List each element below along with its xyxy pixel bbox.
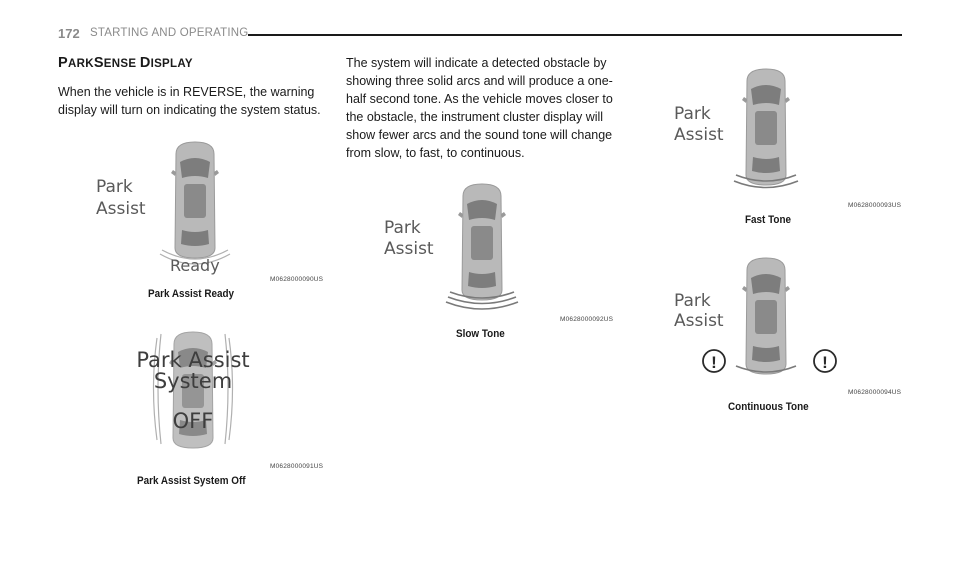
figure-code: M0628000094US (848, 389, 902, 396)
figure-code: M0628000091US (270, 463, 324, 470)
svg-text:Park: Park (674, 291, 711, 311)
figure-caption: Park Assist System Off (137, 475, 246, 487)
figure-caption: Park Assist Ready (148, 288, 235, 300)
page-header: 172 STARTING AND OPERATING (58, 26, 902, 42)
obstacle-paragraph: The system will indicate a detected obst… (346, 56, 613, 160)
svg-text:Park: Park (674, 104, 711, 124)
figure-park-assist-off: Park Assist System OFF (135, 328, 265, 460)
figure-caption: Fast Tone (745, 214, 792, 226)
figure-caption: Slow Tone (456, 328, 505, 340)
status-text: Ready (170, 256, 220, 275)
figure-slow-tone: Park Assist (380, 180, 520, 312)
intro-paragraph: When the vehicle is in REVERSE, the warn… (58, 85, 321, 117)
svg-text:Assist: Assist (674, 125, 724, 145)
figure-code: M0628000092US (560, 316, 614, 323)
page-number: 172 (58, 26, 80, 41)
figure-park-assist-ready: Park Assist Ready (90, 138, 250, 278)
section-heading: PARKSENSE DISPLAY (58, 55, 193, 71)
svg-text:Assist: Assist (674, 311, 724, 331)
figure-continuous-tone: Park Assist ! ! (670, 254, 845, 386)
status-text: OFF (173, 409, 214, 433)
svg-text:System: System (154, 369, 232, 393)
figure-fast-tone: Park Assist (670, 65, 820, 197)
proximity-arcs (159, 249, 231, 265)
header-rule (248, 34, 902, 36)
svg-text:Assist: Assist (384, 239, 434, 259)
figure-caption: Continuous Tone (728, 401, 809, 413)
svg-text:Assist: Assist (96, 199, 146, 219)
warning-icon: ! (813, 349, 837, 373)
proximity-arcs (445, 291, 519, 310)
proximity-arcs (733, 174, 799, 189)
svg-text:Park: Park (96, 177, 133, 197)
proximity-arcs (152, 333, 234, 445)
svg-text:!: ! (711, 353, 717, 372)
section-title: STARTING AND OPERATING (90, 27, 249, 39)
proximity-arcs (735, 365, 797, 373)
warning-icon: ! (702, 349, 726, 373)
svg-text:Park: Park (384, 218, 421, 238)
svg-text:Park Assist: Park Assist (136, 348, 249, 372)
figure-code: M0628000090US (270, 276, 324, 283)
figure-code: M0628000093US (848, 202, 902, 209)
svg-text:!: ! (822, 353, 828, 372)
